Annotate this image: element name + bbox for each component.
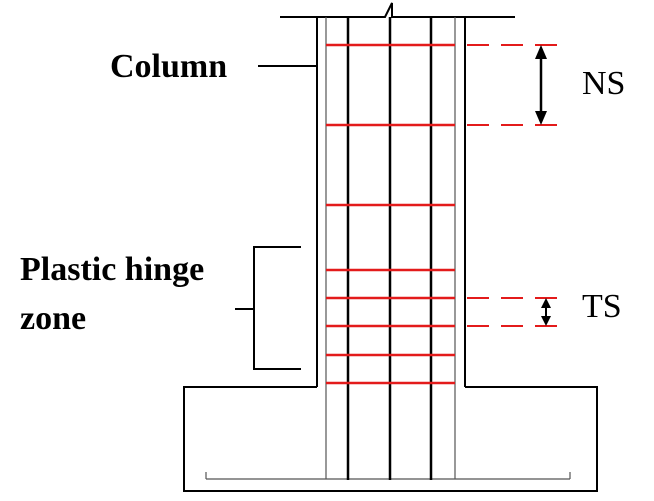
ns-dimension-arrow [535,45,547,125]
column-label: Column [110,48,228,85]
plastic-hinge-label-line2: zone [20,300,87,337]
plastic-hinge-bracket [235,246,301,370]
ts-label: TS [582,288,622,325]
footing-outline [183,386,598,492]
ns-label: NS [582,65,626,102]
column-break-line [280,2,515,18]
plastic-hinge-label-line1: Plastic hinge [20,251,205,288]
extension-lines [467,44,565,327]
ts-dimension-arrow [541,298,551,326]
stirrups [326,43,455,385]
